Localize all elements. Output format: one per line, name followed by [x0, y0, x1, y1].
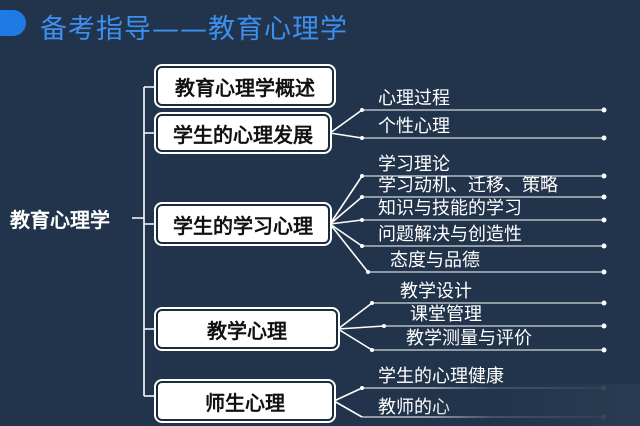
leaf-student-mental-health: 学生的心理健康 — [378, 366, 504, 387]
leaf-knowledge-skill: 知识与技能的学习 — [378, 198, 522, 219]
leaf-classroom-management: 课堂管理 — [410, 304, 482, 325]
leaf-attitude-morality: 态度与品德 — [390, 250, 480, 271]
branch-node-teacher-student: 师生心理 — [156, 381, 334, 421]
leaf-instructional-design: 教学设计 — [400, 281, 472, 302]
leaf-problem-solving: 问题解决与创造性 — [378, 224, 522, 245]
title-bar: 备考指导——教育心理学 — [0, 0, 640, 48]
branch-node-development: 学生的心理发展 — [156, 114, 330, 152]
leaf-personality: 个性心理 — [378, 116, 450, 137]
branch-node-learning: 学生的学习心理 — [156, 204, 330, 244]
watermark-fade — [430, 384, 640, 426]
branch-node-teaching: 教学心理 — [156, 309, 338, 349]
branch-node-overview: 教育心理学概述 — [156, 66, 334, 106]
leaf-learning-theory: 学习理论 — [378, 154, 450, 175]
leaf-motivation-transfer-strategy: 学习动机、迁移、策略 — [378, 175, 558, 196]
title-accent-pill — [0, 10, 26, 36]
leaf-mental-process: 心理过程 — [378, 88, 450, 109]
page-title: 备考指导——教育心理学 — [40, 14, 348, 45]
leaf-measurement-evaluation: 教学测量与评价 — [406, 328, 532, 349]
root-node: 教育心理学 — [10, 208, 110, 232]
